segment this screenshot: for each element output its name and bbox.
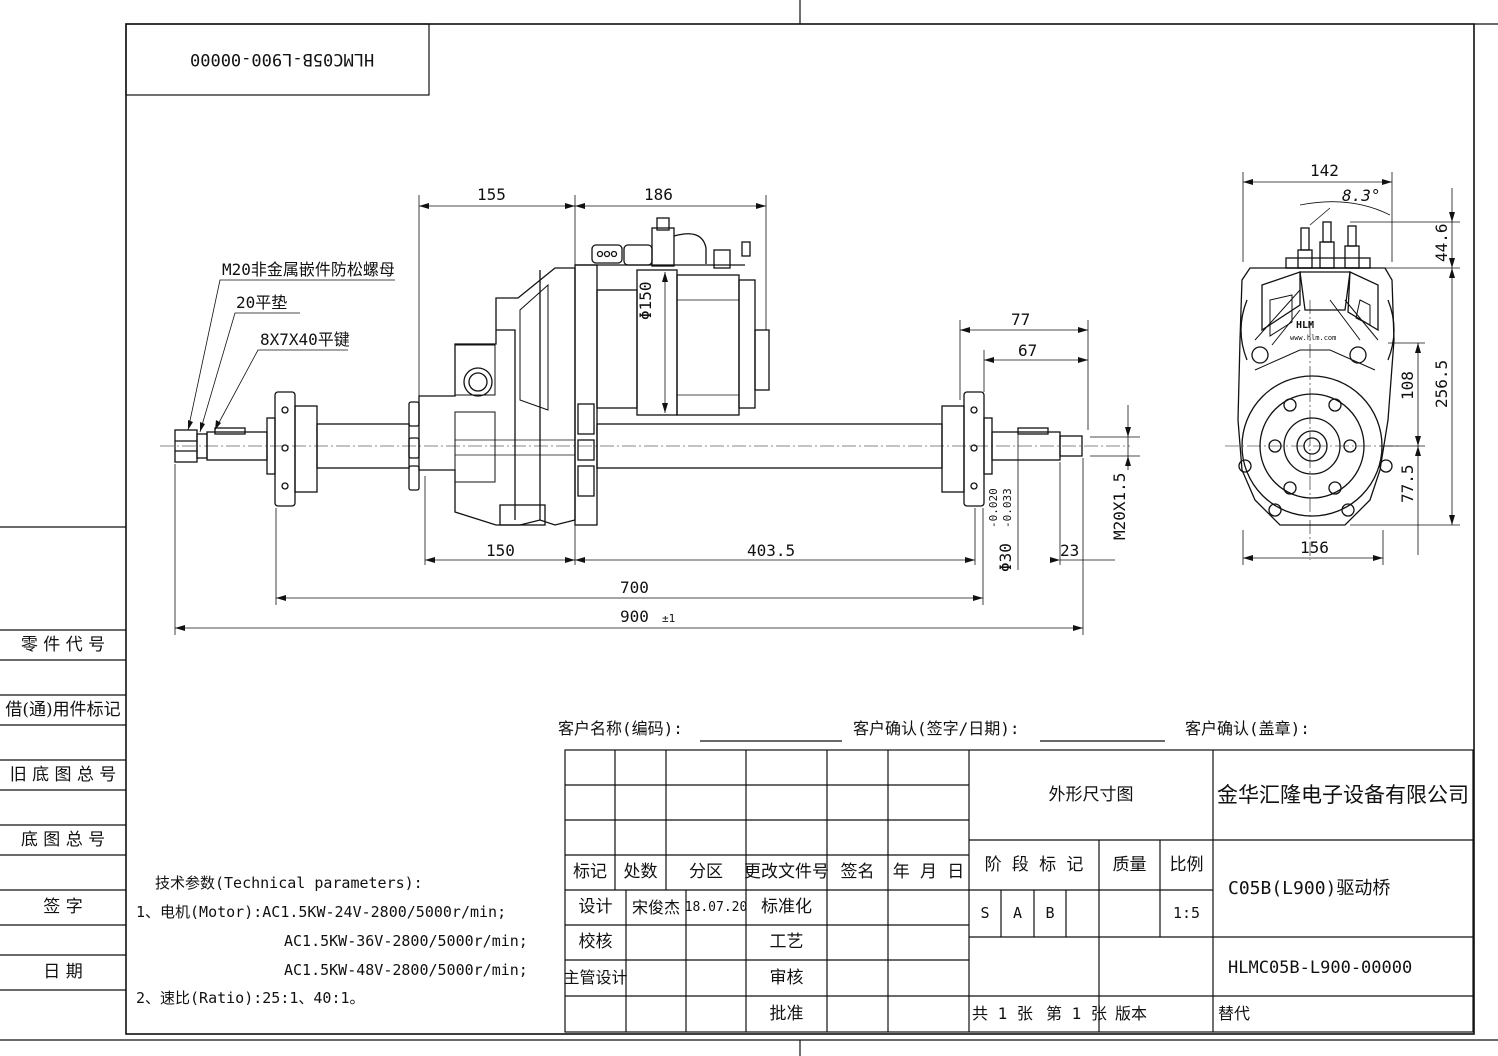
dim-403-5: 403.5 [747,541,796,560]
tb-sheet-no: 第 1 张 [1046,1004,1107,1023]
tb-designer: 宋俊杰 [631,897,680,917]
callout-nut: M20非金属嵌件防松螺母 [222,260,395,279]
tech-motor-3: AC1.5KW-48V-2800/5000r/min; [284,961,528,979]
tb-scale-value: 1:5 [1172,904,1201,922]
stamp-code: HLMC05B-L900-00000 [190,49,375,69]
dim-700: 700 [620,578,649,597]
axle-front-view [160,217,1130,526]
dim-77: 77 [1011,310,1031,329]
dimension-arrowheads [175,203,1131,631]
dim-150: 150 [486,541,515,560]
callout-washer: 20平垫 [236,293,288,312]
tb-approve: 批准 [769,1003,804,1024]
tb-scale: 比例 [1169,854,1204,875]
dim-m20x1-5: M20X1.5 [1110,472,1129,540]
front-view-dimensions [174,195,1140,635]
strip-part-code: 零 件 代 号 [20,634,106,655]
tech-ratio: 2、速比(Ratio):25:1、40:1。 [136,989,365,1007]
strip-signature: 签 字 [43,897,83,917]
side-view-dimensions [1242,172,1460,565]
tb-chief-design: 主管设计 [563,968,628,987]
strip-base-drawing: 底 图 总 号 [20,829,106,850]
customer-confirm-sign: 客户确认(签字/日期): [853,719,1020,738]
strip-old-drawing: 旧 底 图 总 号 [9,764,117,785]
tb-check: 校核 [578,932,613,952]
customer-name: 客户名称(编码): [558,719,683,738]
tb-stage-a: A [1012,904,1023,922]
tb-product-name: C05B(L900)驱动桥 [1228,878,1391,899]
dim-23: 23 [1060,541,1080,560]
tb-ymd: 年 月 日 [892,862,965,882]
dim-angle: 8.3° [1342,186,1381,205]
tb-stage-s: S [980,904,990,922]
strip-borrowed: 借(通)用件标记 [5,699,121,720]
dim-155: 155 [477,185,506,204]
tb-review: 审核 [769,967,804,988]
dim-900: 900 [620,607,649,626]
axle-side-view [1225,221,1400,560]
dim-77-5: 77.5 [1398,464,1417,503]
tb-change-doc: 更改文件号 [744,862,829,882]
tb-sheets-total: 共 1 张 [972,1004,1033,1023]
dim-phi30-tol-lower: -0.033 [1001,488,1014,528]
dim-44-6: 44.6 [1432,223,1451,262]
tb-design-date: 18.07.20 [684,900,748,915]
tb-company: 金华汇隆电子设备有限公司 [1217,782,1469,807]
strip-date: 日 期 [43,962,83,982]
logo-url: www.hlm.com [1290,334,1337,342]
customer-confirm-seal: 客户确认(盖章): [1185,719,1310,738]
tb-count: 处数 [623,862,658,882]
tech-motor-1: 1、电机(Motor):AC1.5KW-24V-2800/5000r/min; [136,903,507,921]
dim-67: 67 [1018,341,1038,360]
side-dimension-arrowheads [1243,179,1455,561]
logo-text: HLM [1296,320,1315,331]
callout-key: 8X7X40平键 [260,330,350,349]
tb-drawing-no: HLMC05B-L900-00000 [1228,958,1413,978]
dim-phi30: Φ30 [996,543,1015,572]
dim-186: 186 [644,185,673,204]
tb-zone: 分区 [689,862,723,882]
tb-design: 设计 [578,897,613,917]
tb-version: 版本 [1115,1004,1148,1023]
tech-motor-2: AC1.5KW-36V-2800/5000r/min; [284,932,528,950]
tb-standardize: 标准化 [761,897,812,917]
dim-phi150: Φ150 [636,281,655,320]
tb-stage-mark: 阶 段 标 记 [984,854,1084,875]
dim-900-tolerance: ±1 [662,612,676,625]
dim-256-5: 256.5 [1432,359,1451,408]
tb-drawing-type: 外形尺寸图 [1048,784,1134,805]
tb-process: 工艺 [769,932,804,952]
tb-mass: 质量 [1112,854,1147,875]
dim-108: 108 [1398,371,1417,400]
tb-stage-b: B [1045,904,1055,922]
dim-142: 142 [1310,161,1339,180]
dim-phi30-tol-upper: -0.020 [987,488,1000,528]
tech-title: 技术参数(Technical parameters): [155,874,423,892]
tb-sign: 签名 [840,862,875,882]
dim-156: 156 [1300,538,1329,557]
tb-mark: 标记 [573,862,607,882]
tb-replace: 替代 [1218,1004,1251,1023]
